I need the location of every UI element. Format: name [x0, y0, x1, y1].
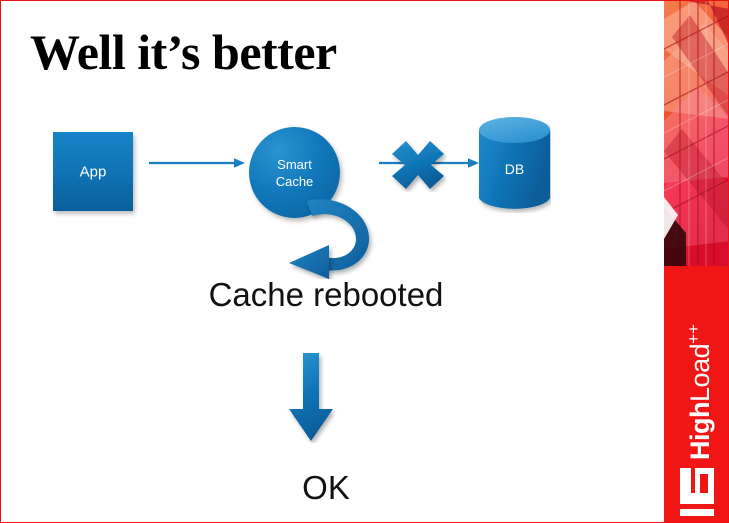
highload-logo-mark-icon [680, 468, 714, 516]
brand-name-bold: High [685, 401, 715, 460]
db-cylinder-shape: DB [478, 115, 551, 213]
caption-ok: OK [302, 469, 350, 506]
brand-plusplus: ++ [684, 324, 703, 344]
app-box-label: App [79, 163, 107, 180]
smart-cache-label-line1: Smart [277, 156, 312, 172]
caption-cache-rebooted: Cache rebooted [208, 276, 444, 313]
highload-wordmark: HighLoad++ [679, 324, 715, 460]
blocked-cross-icon [392, 141, 444, 189]
page-title: Well it’s better [30, 24, 337, 80]
smart-cache-label-line2: Cache [275, 173, 314, 189]
brand-name-light: Load [685, 343, 715, 402]
reboot-curved-arrow-icon [289, 199, 370, 279]
down-block-arrow-icon [289, 353, 333, 441]
db-cylinder-icon [479, 117, 550, 209]
arrow-app-to-cache-icon [149, 158, 245, 168]
abstract-building-photo [664, 1, 728, 268]
db-cylinder-label: DB [504, 160, 525, 177]
abstract-building-graphic [664, 1, 728, 268]
app-box-shape: App [53, 132, 133, 211]
highload-brand-panel: HighLoad++ [664, 266, 728, 522]
smart-cache-label: Smart Cache [249, 156, 340, 190]
right-rail: HighLoad++ [664, 1, 728, 522]
